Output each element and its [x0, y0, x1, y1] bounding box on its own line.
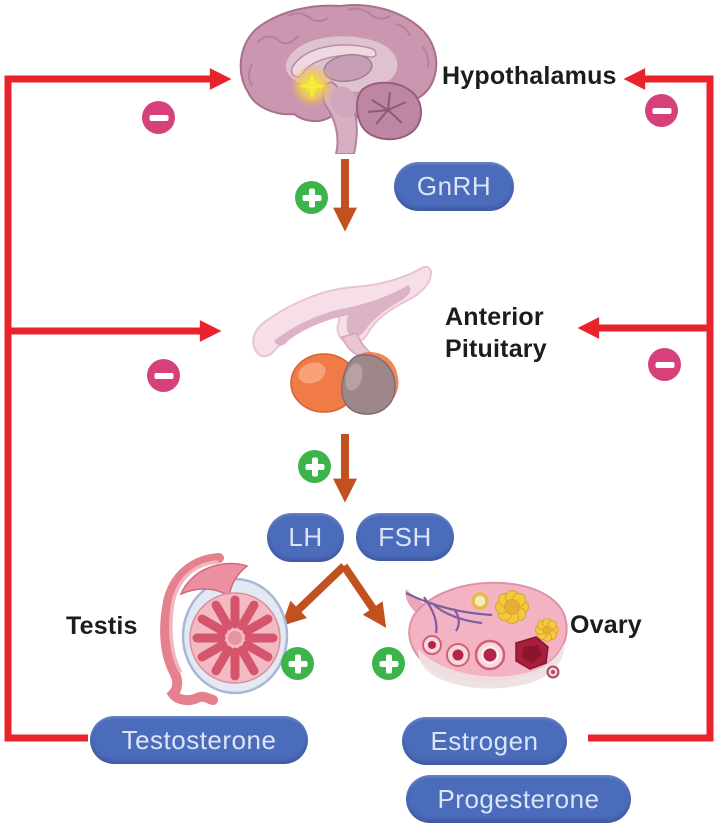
hypothalamic-band-inner [274, 285, 411, 346]
lh-badge: LH [267, 513, 344, 562]
testis-label: Testis [66, 612, 138, 640]
corpus-luteum-large [495, 590, 529, 624]
gnrh-badge: GnRH [394, 162, 514, 211]
testis-illustration [160, 553, 289, 706]
plus-icon [281, 647, 314, 680]
progesterone-badge: Progesterone [406, 775, 631, 823]
follicles [422, 635, 506, 671]
corpus-luteum-small [535, 618, 559, 642]
posterior-lobe-highlight [345, 363, 363, 391]
arrow-lh-fsh-to-ovary [340, 563, 387, 628]
minus-icon [648, 348, 681, 381]
early-corpus-luteum [471, 592, 489, 610]
fsh-badge: FSH [356, 513, 454, 561]
anterior-pituitary-label-line2: Pituitary [445, 335, 547, 363]
corpus-hemorrhagicum-inner [522, 645, 542, 663]
hypothalamus-highlight-star [296, 70, 328, 102]
anterior-pituitary-label-line1: Anterior [445, 303, 544, 331]
orange-rim [362, 352, 399, 399]
cord-highlight [169, 560, 219, 673]
anterior-pituitary-label: Anterior Pituitary [445, 301, 547, 365]
ovary-base [418, 643, 565, 689]
estrogen-badge: Estrogen [402, 717, 567, 765]
pons [330, 86, 358, 118]
minus-icon [645, 94, 678, 127]
epididymis-head [179, 562, 249, 598]
seminiferous-lobules [192, 595, 278, 681]
minus-icon [147, 359, 180, 392]
gyri-lines [248, 7, 430, 87]
spermatic-cord [160, 553, 224, 706]
plus-icon [298, 450, 331, 483]
minus-icon [142, 101, 175, 134]
plus-icon [372, 647, 405, 680]
testosterone-badge: Testosterone [90, 716, 308, 764]
cerebellum-branches [367, 91, 407, 125]
blood-vessels [405, 592, 493, 634]
ovary-label: Ovary [570, 611, 642, 639]
brain-illustration [239, 4, 438, 154]
anterior-lobe-highlight [298, 362, 326, 384]
ovum-nucleus [551, 670, 555, 674]
pituitary-illustration [252, 265, 432, 415]
plus-icon [295, 181, 328, 214]
hypothalamus-label: Hypothalamus [442, 62, 617, 90]
ovary-illustration [405, 581, 568, 689]
lobule-hub [228, 631, 242, 645]
arrow-lh-fsh-to-testis [281, 563, 347, 626]
